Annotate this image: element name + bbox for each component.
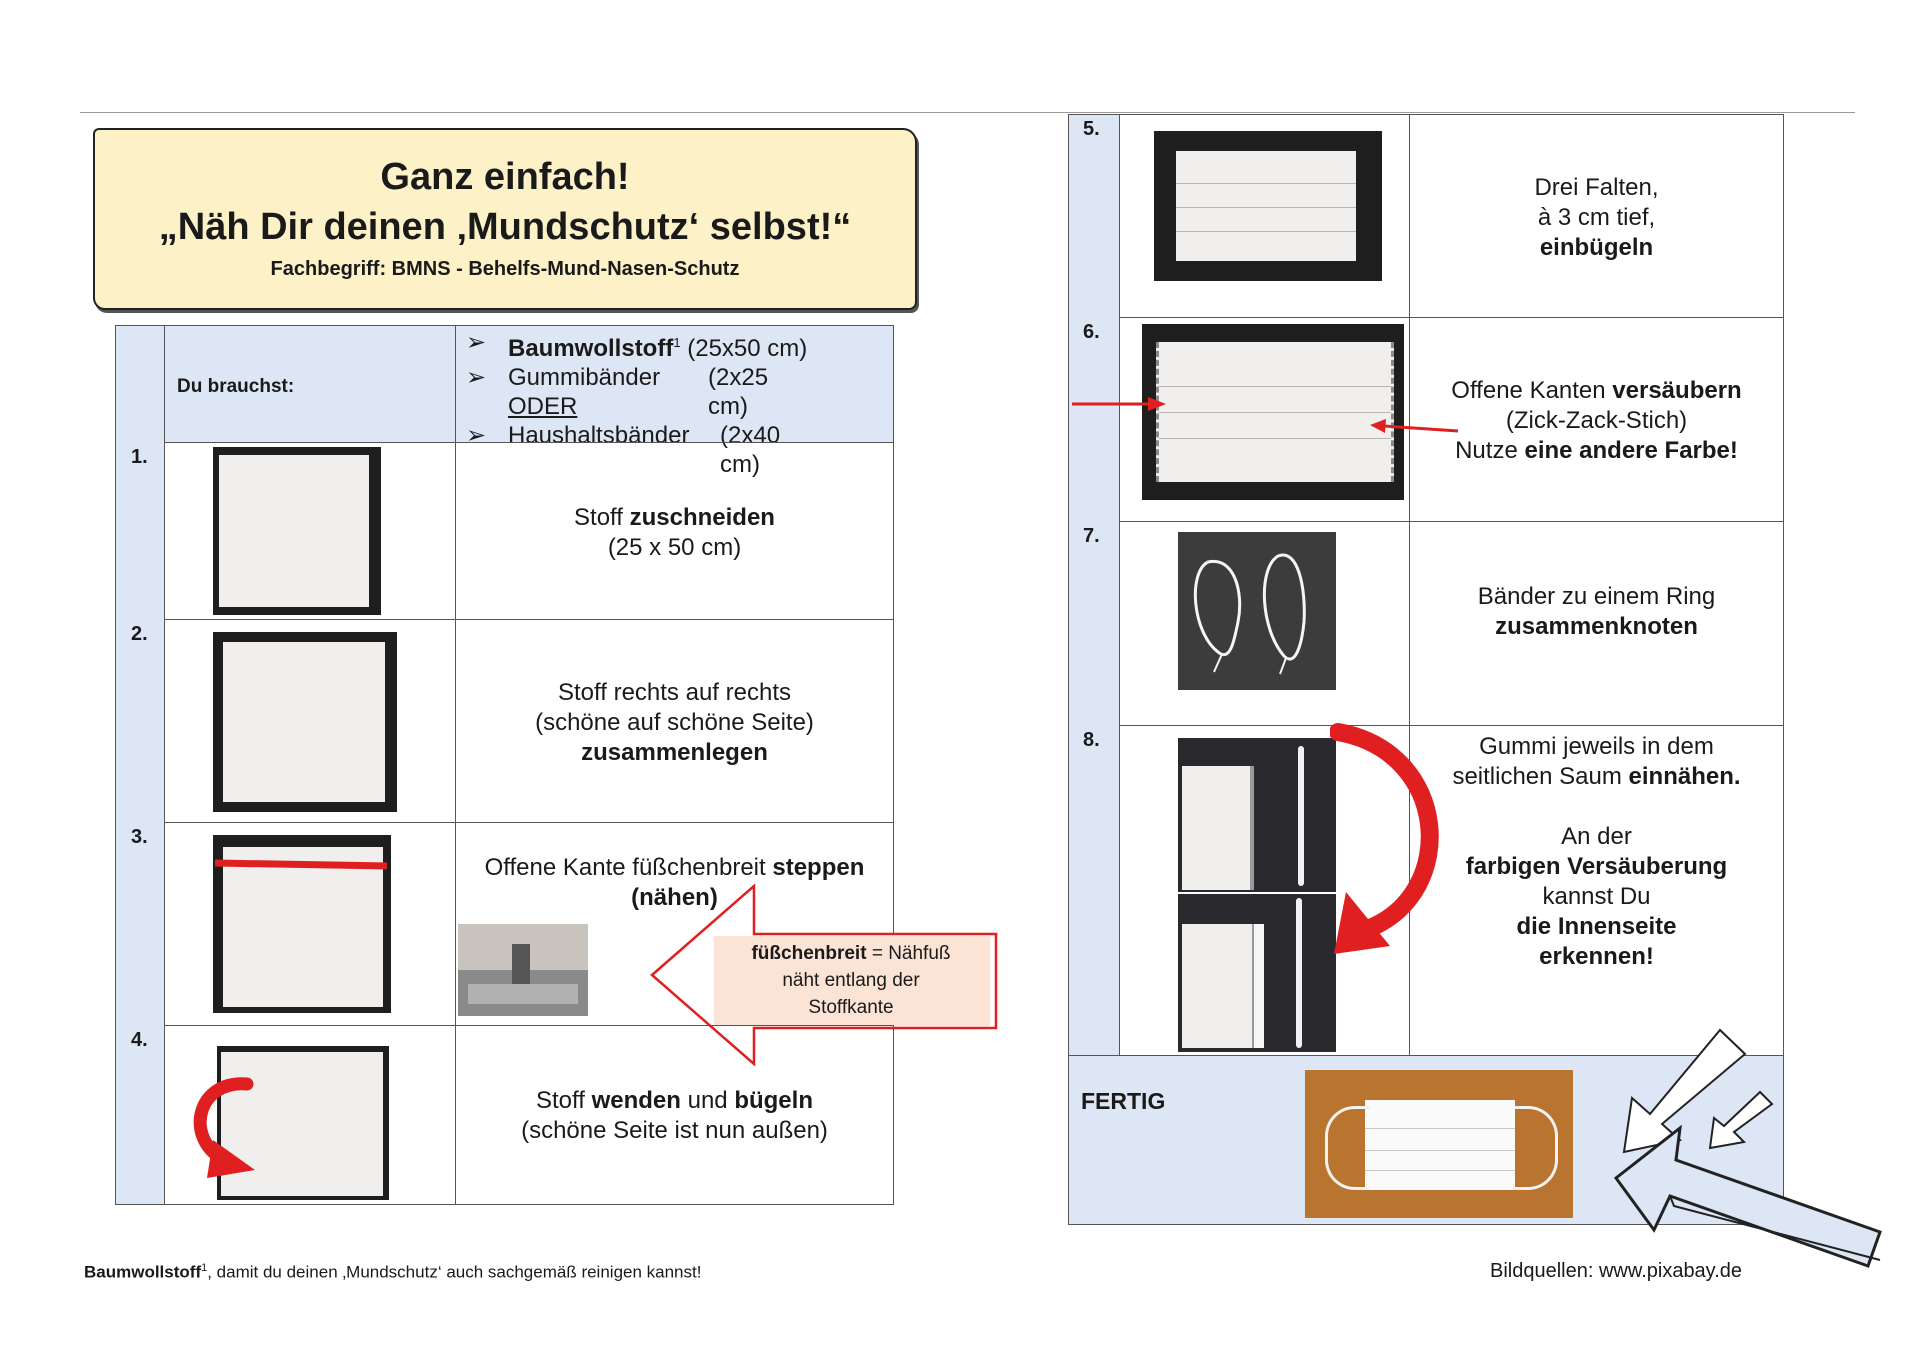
finished-mask-photo bbox=[1305, 1070, 1573, 1218]
step-1-text-cell: Stoff zuschneiden (25 x 50 cm) bbox=[455, 442, 894, 620]
serged-fabric-photo bbox=[1142, 324, 1404, 500]
step-2-image-cell bbox=[164, 619, 456, 823]
step-3-text-cell: Offene Kante füßchenbreit steppen (nähen… bbox=[455, 822, 894, 1026]
left-number-column bbox=[115, 325, 165, 1205]
sewing-machine-photo bbox=[458, 924, 588, 1016]
materials-item: ➢Haushaltsbänder(2x40 cm) bbox=[466, 422, 781, 478]
step-6-text-cell: Offene Kanten versäubern (Zick-Zack-Stic… bbox=[1409, 317, 1784, 522]
step-number: 2. bbox=[131, 623, 148, 645]
callout-arrow bbox=[650, 884, 998, 1066]
step-number: 8. bbox=[1083, 729, 1100, 751]
step-3-image-cell bbox=[164, 822, 456, 1026]
step-8-text-cell: Gummi jeweils in dem seitlichen Saum ein… bbox=[1409, 725, 1784, 1056]
step-6-image-cell bbox=[1119, 317, 1410, 522]
step-number: 1. bbox=[131, 446, 148, 468]
materials-item: ➢Baumwollstoff1 (25x50 cm) bbox=[466, 329, 808, 362]
turned-fabric-photo bbox=[217, 1046, 389, 1200]
materials-list-cell: ➢Baumwollstoff1 (25x50 cm) ➢Gummibänder(… bbox=[455, 325, 894, 478]
step-5-image-cell bbox=[1119, 114, 1410, 318]
curved-arrow-icon bbox=[1330, 723, 1439, 954]
step-number: 7. bbox=[1083, 525, 1100, 547]
step-number: 5. bbox=[1083, 118, 1100, 140]
step-number: 6. bbox=[1083, 321, 1100, 343]
step-4-text-cell: Stoff wenden und bügeln (schöne Seite is… bbox=[455, 1025, 894, 1205]
pleats-photo bbox=[1154, 131, 1382, 281]
materials-label: Du brauchst: bbox=[177, 376, 295, 397]
right-edge-arrow-icon bbox=[1370, 419, 1459, 433]
step-number: 4. bbox=[131, 1029, 148, 1051]
bands-photo bbox=[1178, 532, 1336, 690]
title-line-1: Ganz einfach! bbox=[380, 156, 630, 198]
stitched-fabric-photo bbox=[213, 835, 391, 1013]
step-7-text-cell: Bänder zu einem Ring zusammenknoten bbox=[1409, 521, 1784, 726]
materials-item-or: ODER bbox=[508, 393, 578, 420]
materials-label-cell: Du brauchst: bbox=[164, 325, 456, 443]
step-5-text-cell: Drei Falten, à 3 cm tief, einbügeln bbox=[1409, 114, 1784, 318]
folded-fabric-photo bbox=[213, 632, 397, 812]
step-2-text-cell: Stoff rechts auf rechts (schöne auf schö… bbox=[455, 619, 894, 823]
image-sources: Bildquellen: www.pixabay.de bbox=[1490, 1260, 1743, 1282]
band-rings-icon bbox=[1193, 553, 1306, 675]
sewing-band-photo-2 bbox=[1178, 894, 1336, 1052]
sewing-band-photo-1 bbox=[1178, 738, 1336, 892]
sketch-arrows-icon bbox=[1613, 1028, 1882, 1268]
top-rule bbox=[80, 112, 1855, 113]
subtitle: Fachbegriff: BMNS - Behelfs-Mund-Nasen-S… bbox=[270, 258, 740, 280]
footnote: Baumwollstoff1, damit du deinen ‚Mundsch… bbox=[84, 1262, 702, 1282]
callout-text: füßchenbreit = Nähfuß näht entlang der S… bbox=[751, 943, 951, 1018]
finish-label: FERTIG bbox=[1081, 1088, 1166, 1114]
step-7-image-cell bbox=[1119, 521, 1410, 726]
title-line-2: „Näh Dir deinen ‚Mundschutz‘ selbst!“ bbox=[158, 206, 852, 248]
step-number: 3. bbox=[131, 826, 148, 848]
step-8-image-cell bbox=[1119, 725, 1410, 1056]
materials-list: ➢Baumwollstoff1 (25x50 cm) ➢Gummibänder(… bbox=[466, 328, 808, 478]
left-edge-arrow-icon bbox=[1072, 397, 1166, 411]
materials-item: ➢Gummibänder(2x25 cm) bbox=[466, 364, 769, 420]
turn-arrow-icon bbox=[193, 1077, 255, 1178]
title-banner: Ganz einfach! „Näh Dir deinen ‚Mundschut… bbox=[93, 128, 917, 310]
right-number-column bbox=[1068, 114, 1120, 1056]
step-1-image-cell bbox=[164, 442, 456, 620]
fabric-photo bbox=[213, 447, 381, 615]
step-4-image-cell bbox=[164, 1025, 456, 1205]
